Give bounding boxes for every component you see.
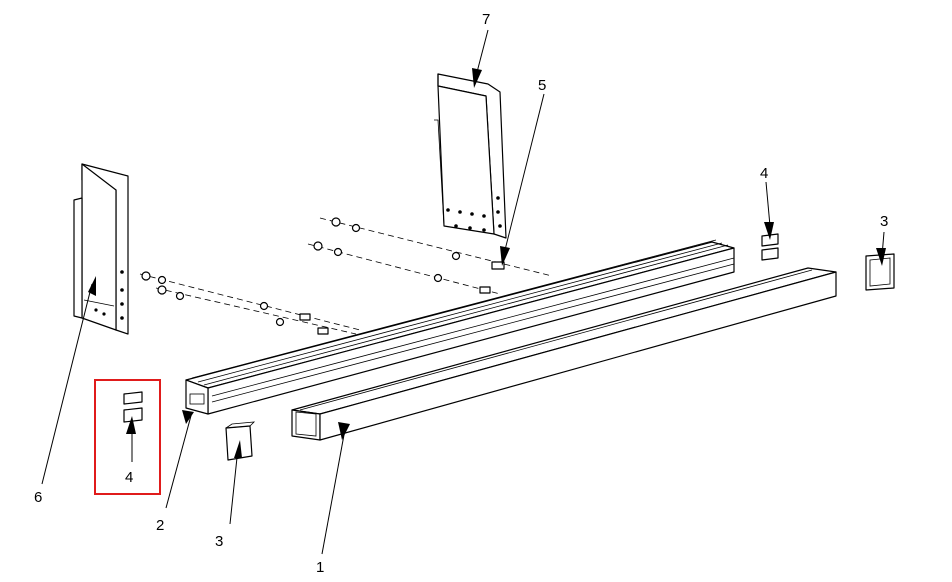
callout-1[interactable]: 1 xyxy=(316,559,324,576)
part-7-upper-bracket[interactable] xyxy=(434,73,507,239)
callout-3-right[interactable]: 3 xyxy=(880,213,888,230)
callout-7[interactable]: 7 xyxy=(482,11,490,28)
callout-6[interactable]: 6 xyxy=(34,489,42,506)
part-4-caps-right[interactable] xyxy=(761,233,779,261)
callout-4-right[interactable]: 4 xyxy=(760,165,768,182)
callout-2[interactable]: 2 xyxy=(156,517,164,534)
callout-3-bottom[interactable]: 3 xyxy=(215,533,223,550)
callout-5[interactable]: 5 xyxy=(538,77,546,94)
fastener-assembly xyxy=(139,217,553,335)
highlight-box xyxy=(94,379,161,495)
leader-lines xyxy=(41,29,886,555)
callout-4-highlighted[interactable]: 4 xyxy=(125,469,133,486)
part-1-square-tube[interactable] xyxy=(291,267,837,441)
part-2-rail-profile[interactable] xyxy=(185,239,735,415)
part-6-left-bracket[interactable] xyxy=(73,163,129,335)
part-4-caps-left[interactable] xyxy=(123,391,143,423)
